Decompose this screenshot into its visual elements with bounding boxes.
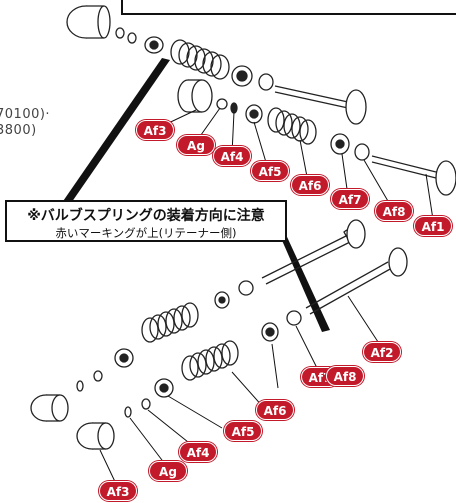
pointer-wedge-upper: [50, 58, 170, 222]
mid-cap: [177, 79, 213, 113]
mid-shim: [216, 98, 228, 110]
cut-off-text-line-2: 3800): [0, 123, 37, 138]
top-frame-edge: [121, 0, 456, 15]
label-af1: Af1: [414, 216, 452, 236]
lower-cap-a: [30, 394, 69, 422]
lower-cap-b: [76, 422, 115, 450]
label-af5-upper: Af5: [251, 161, 289, 181]
label-af3-lower: Af3: [99, 481, 137, 501]
upper-cap: [66, 5, 111, 39]
label-af8-lower: Af8: [326, 366, 364, 386]
installation-note-box: ※バルブスプリングの装着方向に注意 赤いマーキングが上(リテーナー側): [5, 200, 287, 242]
pointer-wedge-lower: [274, 222, 330, 332]
upper-collet-a: [115, 27, 125, 39]
upper-spring: [170, 39, 230, 80]
label-ag-lower: Ag: [149, 461, 187, 481]
lower-valve-assembly: [30, 219, 408, 450]
mid-spring: [267, 107, 317, 145]
label-ag-upper: Ag: [177, 135, 215, 155]
label-af8-upper: Af8: [375, 201, 413, 221]
label-af7-upper: Af7: [331, 189, 369, 209]
note-heading: ※バルブスプリングの装着方向に注意: [27, 208, 265, 224]
note-subtext: 赤いマーキングが上(リテーナー側): [55, 226, 237, 240]
cut-off-text-line-1: 70100)·: [0, 107, 51, 122]
label-af5-lower: Af5: [224, 421, 262, 441]
label-af6-lower: Af6: [256, 400, 294, 420]
label-af2: Af2: [363, 342, 401, 362]
label-af3-upper: Af3: [136, 120, 174, 140]
label-af4-lower: Af4: [179, 442, 217, 462]
label-af4-upper: Af4: [213, 146, 251, 166]
label-af6-upper: Af6: [291, 175, 329, 195]
lower-spring-a: [141, 302, 199, 343]
lower-spring-b: [181, 340, 239, 381]
upper-collet-b: [127, 32, 137, 44]
upper-valve-assembly: [66, 5, 456, 196]
